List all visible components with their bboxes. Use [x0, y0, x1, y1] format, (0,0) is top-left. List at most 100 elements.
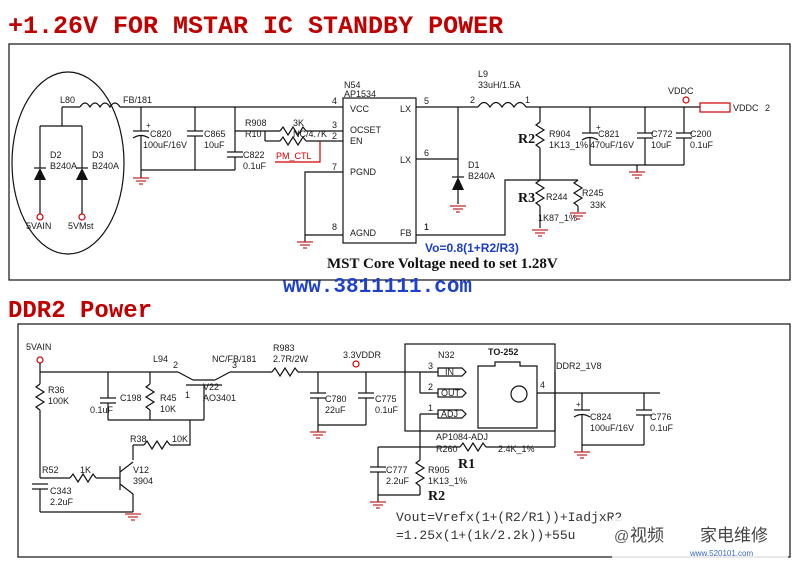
formula-vout: Vout=Vrefx(1+(R2/R1))+IadjxR2	[396, 510, 622, 525]
diode-d3: D3 B240A 5VMst	[68, 126, 119, 231]
svg-text:+: +	[146, 121, 151, 130]
pin-adj-number: 1	[428, 403, 433, 413]
inductor-l80: L80 FB/181	[60, 95, 336, 109]
pin-adj-label: ADJ	[441, 409, 458, 419]
c820-ref: C820	[150, 129, 172, 139]
l9-pin2: 2	[470, 95, 475, 105]
resistor-r52	[69, 472, 97, 484]
watermark-url: www.3811111.com	[283, 276, 472, 299]
v12-ref: V12	[133, 465, 149, 475]
r38-value: 10K	[172, 434, 188, 444]
v22-pin3: 3	[232, 360, 237, 370]
net-ddr2-1v8: DDR2_1V8	[556, 361, 602, 371]
v22-ref: V22	[203, 382, 219, 392]
pin-num-3: 3	[332, 120, 337, 130]
r904-ref: R904	[549, 129, 571, 139]
r245-value: 33K	[590, 200, 606, 210]
c343-ref: C343	[50, 486, 72, 496]
vddc-net: VDDC	[668, 86, 694, 96]
capacitor-c772: C772 10uF	[637, 107, 673, 165]
c772-ref: C772	[651, 129, 673, 139]
r45-value: 10K	[160, 404, 176, 414]
ground-5	[629, 171, 645, 179]
pin-tab-number: 4	[540, 380, 545, 390]
capacitor-c343: C343 2.2uF	[32, 483, 74, 512]
resistor-r45	[144, 383, 156, 411]
r905-ref: R905	[428, 465, 450, 475]
r45-ref: R45	[160, 393, 177, 403]
c777-ref: C777	[386, 465, 408, 475]
pin-en: EN	[350, 136, 363, 146]
r2-label-ddr: R2	[428, 489, 445, 504]
pin-pgnd: PGND	[350, 167, 377, 177]
section2-title: DDR2 Power	[8, 298, 152, 325]
r36-ref: R36	[48, 385, 65, 395]
vddc-connector-label: VDDC	[733, 103, 759, 113]
capacitor-c820: + C820 100uF/16V	[132, 107, 187, 170]
input-oval	[11, 71, 125, 255]
r905-value: 1K13_1%	[428, 476, 467, 486]
n54-ref: N54	[344, 80, 361, 90]
c780-ref: C780	[325, 394, 347, 404]
resistor-r10	[279, 135, 307, 147]
section1-frame	[8, 43, 791, 281]
section1-title: +1.26V FOR MSTAR IC STANDBY POWER	[8, 12, 503, 41]
resistor-r908	[279, 125, 307, 137]
capacitor-c198: C198 0.1uF	[90, 393, 142, 420]
v12-value: 3904	[133, 476, 153, 486]
svg-text:+: +	[576, 400, 581, 409]
pin-num-4: 4	[332, 96, 337, 106]
capacitor-c200: C200 0.1uF	[676, 107, 714, 165]
pin-lx2: LX	[400, 155, 411, 165]
resistor-r983	[271, 366, 299, 378]
ground-1	[133, 177, 149, 185]
c777-value: 2.2uF	[386, 476, 410, 486]
pin-in-label: IN	[445, 367, 454, 377]
regulator-body	[477, 361, 538, 429]
l94-ref: L94	[153, 354, 168, 364]
n32-ref: N32	[438, 350, 455, 360]
l80-ref: L80	[60, 95, 75, 105]
l9-ref: L9	[478, 69, 488, 79]
r908-ref: R908	[245, 118, 267, 128]
net-3v3ddr: 3.3VDDR	[343, 350, 382, 360]
r260-value: 2.4K_1%	[498, 444, 535, 454]
capacitor-c821: + C821 470uF/16V	[581, 107, 634, 165]
r2-label: R2	[518, 132, 535, 147]
resistor-r38	[143, 439, 171, 451]
resistor-r905	[414, 459, 426, 487]
d3-ref: D3	[92, 150, 104, 160]
resistor-r904	[534, 121, 546, 149]
pin-fb: FB	[400, 228, 412, 238]
ground-2	[297, 241, 313, 249]
d1-ref: D1	[468, 160, 480, 170]
ground-8	[574, 451, 590, 459]
brand-watermark: @ 视频 家电维修 www.520101.com	[612, 518, 788, 560]
transistor-v22: V22 AO3401 2 3 1	[173, 360, 237, 420]
pin-num-5: 5	[424, 96, 429, 106]
brand-text: 家电维修	[700, 526, 768, 546]
pin-out-label: OUT	[441, 388, 461, 398]
fb-pin-number: 1	[424, 222, 429, 232]
l9-value: 33uH/1.5A	[478, 80, 521, 90]
r908-value: 3K	[293, 118, 304, 128]
ground-7	[310, 431, 326, 439]
c198-value: 0.1uF	[90, 405, 114, 415]
l80-value: FB/181	[123, 95, 152, 105]
v22-pin1: 1	[185, 390, 190, 400]
pin-num-8: 8	[332, 222, 337, 232]
c824-ref: C824	[590, 412, 612, 422]
vddc-connector-pin: 2	[765, 103, 770, 113]
ic-n54: N54 AP1534 VCC OCSET EN PGND AGND LX LX …	[332, 80, 429, 244]
pin-out-tag	[437, 388, 467, 398]
v22-pin2: 2	[173, 360, 178, 370]
pin-adj-tag	[437, 409, 467, 419]
section2-frame	[17, 323, 791, 558]
n54-part: AP1534	[344, 89, 376, 99]
c200-value: 0.1uF	[690, 140, 714, 150]
diode-d2: D2 B240A 5VAIN	[26, 107, 82, 231]
v22-value: AO3401	[203, 393, 236, 403]
c822-ref: C822	[243, 150, 265, 160]
c776-ref: C776	[650, 412, 672, 422]
